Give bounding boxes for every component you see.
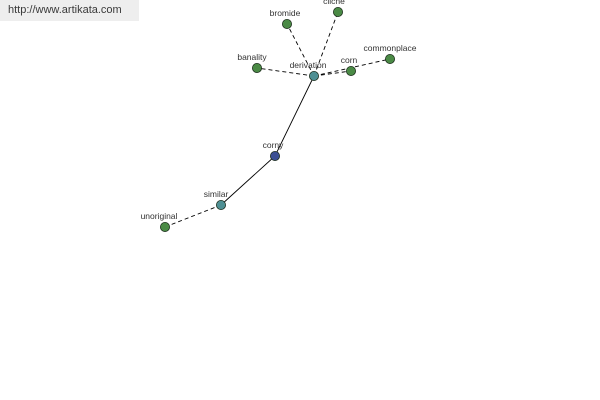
- node-cliche[interactable]: [332, 7, 343, 17]
- node-label-similar[interactable]: similar: [204, 189, 229, 199]
- edge-corny-similar: [220, 155, 276, 206]
- node-corn[interactable]: [345, 66, 356, 77]
- node-label-bromide[interactable]: bromide: [270, 8, 301, 18]
- node-label-commonplace[interactable]: commonplace: [364, 43, 417, 53]
- label-layer: corny similar derivation unoriginal banality…: [141, 0, 417, 221]
- site-url-link[interactable]: http://www.artikata.com: [0, 0, 139, 21]
- node-bromide[interactable]: [281, 18, 292, 29]
- node-corny[interactable]: [269, 150, 280, 161]
- edge-layer: [164, 11, 391, 228]
- node-similar[interactable]: [215, 199, 226, 210]
- node-label-banality[interactable]: banality: [237, 52, 267, 62]
- edge-derivation-banality: [256, 67, 315, 77]
- node-label-derivation[interactable]: derivation: [290, 60, 327, 70]
- node-label-cliche[interactable]: cliche: [323, 0, 345, 6]
- node-label-corny[interactable]: corny: [263, 140, 285, 150]
- edge-derivation-corn: [313, 70, 352, 77]
- node-unoriginal[interactable]: [159, 221, 170, 232]
- node-derivation[interactable]: [308, 71, 319, 82]
- node-commonplace[interactable]: [384, 54, 395, 65]
- edge-similar-unoriginal: [164, 204, 222, 228]
- edge-corny-derivation: [274, 75, 315, 157]
- edge-derivation-cliche: [313, 11, 339, 77]
- node-label-unoriginal[interactable]: unoriginal: [141, 211, 178, 221]
- edge-derivation-bromide: [286, 23, 315, 77]
- node-label-corn[interactable]: corn: [341, 55, 358, 65]
- node-layer: [159, 7, 395, 232]
- node-banality[interactable]: [251, 63, 262, 74]
